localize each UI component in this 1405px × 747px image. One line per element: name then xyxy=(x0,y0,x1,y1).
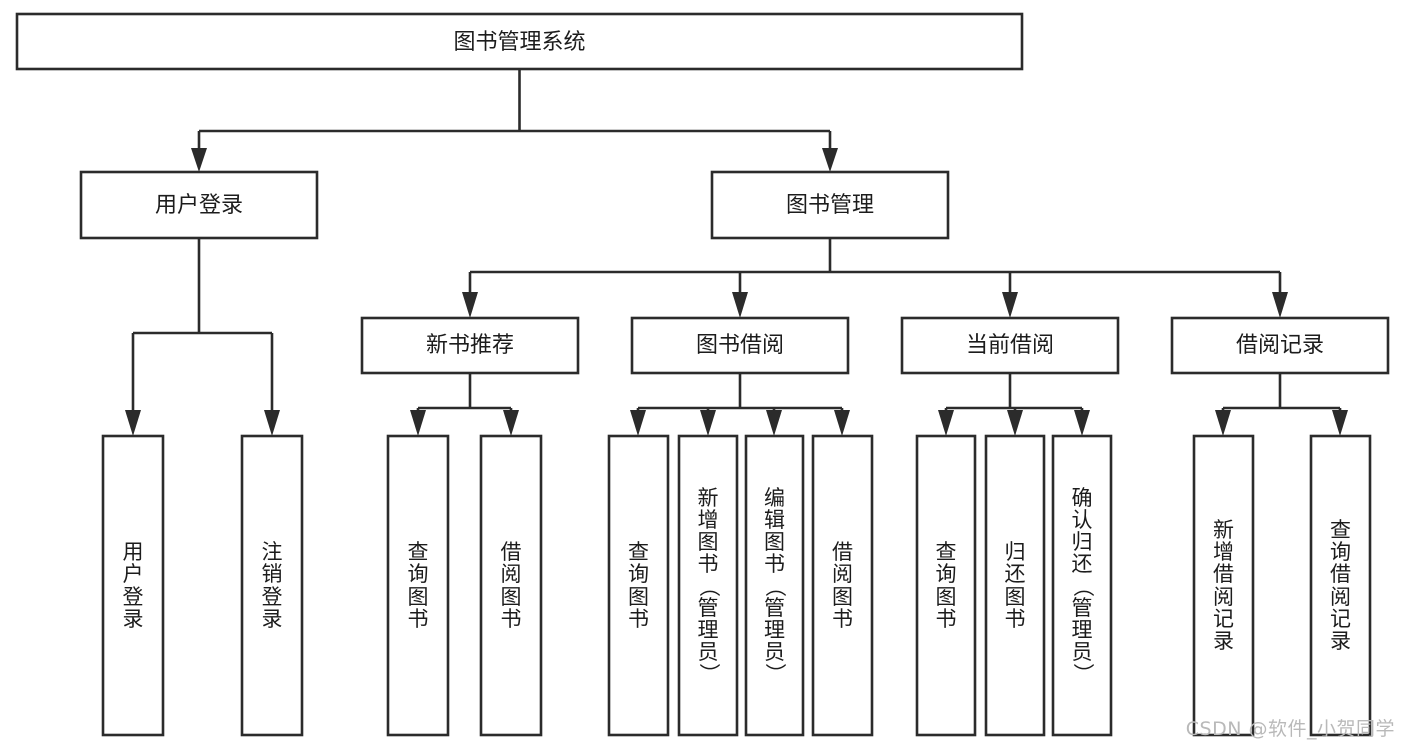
arrow-head-leaf-user-login xyxy=(125,410,141,436)
arrow-head-new-book-rec xyxy=(462,292,478,318)
node-new-book-rec-label: 新书推荐 xyxy=(426,333,514,358)
arrow-head-leaf-confirm-return xyxy=(1074,410,1090,436)
node-leaf-borrow-book-1[interactable] xyxy=(479,434,543,737)
node-layer: 图书管理系统 用户登录 图书管理 新书推荐 图书借阅 当前借阅 借阅记录 xyxy=(15,12,1390,737)
node-leaf-query-book-1[interactable] xyxy=(386,434,450,737)
node-leaf-query-record[interactable] xyxy=(1309,434,1372,737)
arrow-head-leaf-query-book-3 xyxy=(938,410,954,436)
node-root[interactable] xyxy=(15,12,1024,71)
arrow-head-book-manage xyxy=(822,148,838,172)
node-leaf-return-book[interactable] xyxy=(984,434,1046,737)
node-book-manage-label: 图书管理 xyxy=(786,193,874,218)
arrow-head-leaf-query-record xyxy=(1332,410,1348,436)
node-borrow-record[interactable] xyxy=(1170,316,1390,375)
node-leaf-query-book-3[interactable] xyxy=(915,434,977,737)
arrow-head-leaf-return-book xyxy=(1007,410,1023,436)
arrow-head-leaf-borrow-book-1 xyxy=(503,410,519,436)
node-borrow-record-label: 借阅记录 xyxy=(1236,333,1324,358)
node-user-login[interactable] xyxy=(79,170,319,240)
node-leaf-add-record[interactable] xyxy=(1192,434,1255,737)
node-leaf-confirm-return[interactable] xyxy=(1051,434,1113,737)
node-leaf-user-login[interactable] xyxy=(101,434,165,737)
node-current-borrow[interactable] xyxy=(900,316,1120,375)
arrow-head-leaf-add-record xyxy=(1215,410,1231,436)
node-leaf-borrow-book-2[interactable] xyxy=(811,434,874,737)
arrow-head-current-borrow xyxy=(1002,292,1018,318)
arrow-head-user-login xyxy=(191,148,207,172)
arrow-head-leaf-add-book xyxy=(700,410,716,436)
node-leaf-query-book-2[interactable] xyxy=(607,434,670,737)
node-leaf-add-book[interactable] xyxy=(677,434,739,737)
node-leaf-user-logout[interactable] xyxy=(240,434,304,737)
node-current-borrow-label: 当前借阅 xyxy=(966,333,1054,358)
arrow-head-leaf-borrow-book-2 xyxy=(834,410,850,436)
arrow-head-leaf-user-logout xyxy=(264,410,280,436)
node-user-login-label: 用户登录 xyxy=(155,193,243,218)
node-new-book-rec[interactable] xyxy=(360,316,580,375)
arrow-head-leaf-query-book-1 xyxy=(410,410,426,436)
watermark: CSDN @软件_小贺同学 xyxy=(1185,718,1395,740)
node-book-manage[interactable] xyxy=(710,170,950,240)
node-leaf-edit-book[interactable] xyxy=(744,434,805,737)
node-root-label: 图书管理系统 xyxy=(453,30,585,55)
node-book-borrow[interactable] xyxy=(630,316,850,375)
node-book-borrow-label: 图书借阅 xyxy=(696,333,784,358)
connector-layer xyxy=(125,69,1348,436)
arrow-head-book-borrow xyxy=(732,292,748,318)
arrow-head-leaf-query-book-2 xyxy=(630,410,646,436)
arrow-head-leaf-edit-book xyxy=(766,410,782,436)
arrow-head-borrow-record xyxy=(1272,292,1288,318)
